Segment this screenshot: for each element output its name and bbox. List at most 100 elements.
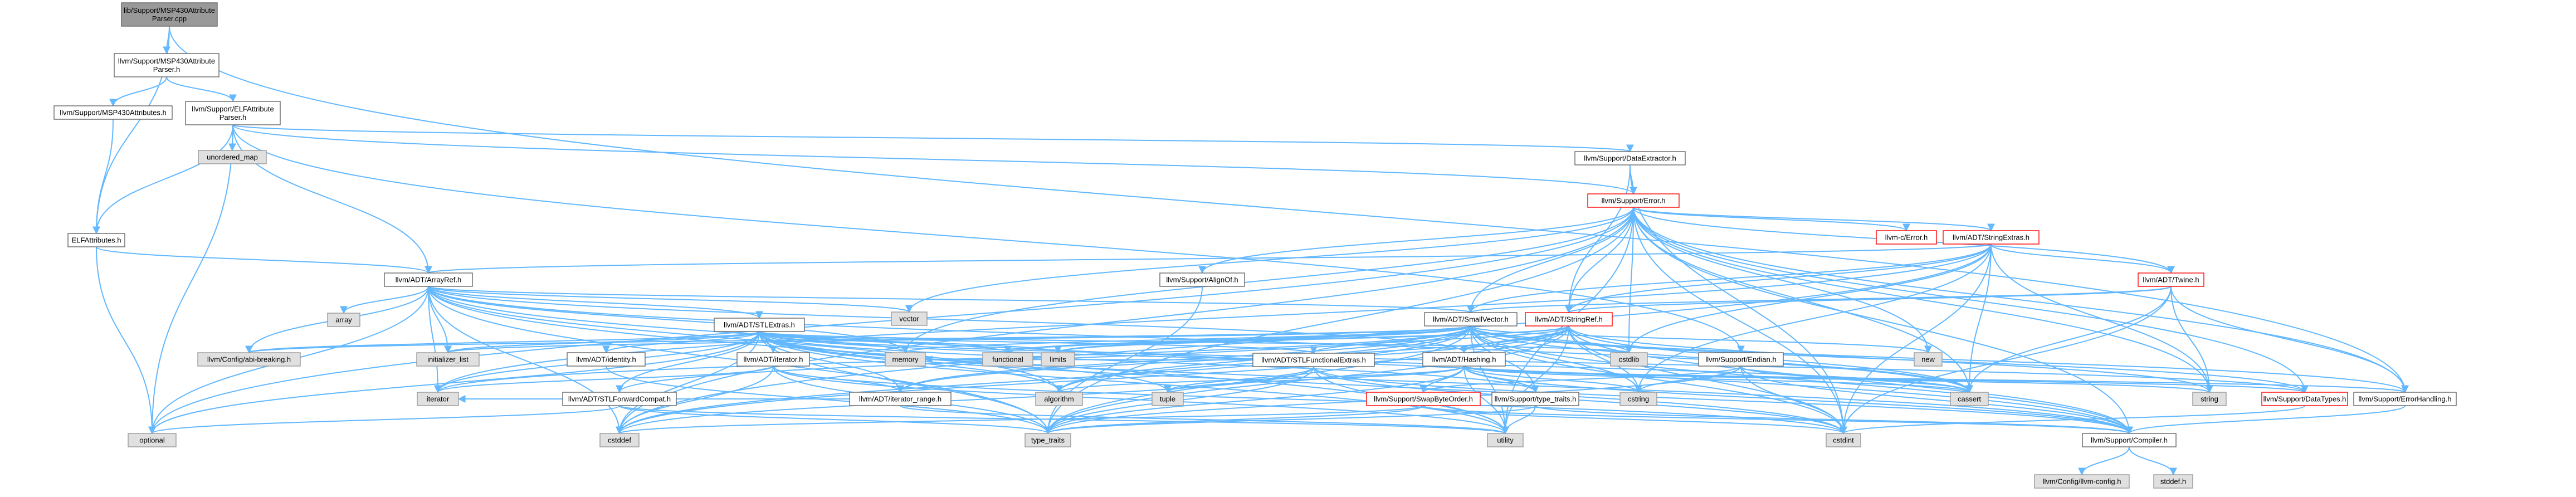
header-node[interactable]: ELFAttributes.h [67,233,125,247]
include-edge [1467,286,2172,314]
header-node[interactable]: llvm/Support/Compiler.h [2082,433,2177,447]
node-label: vector [899,315,919,323]
header-node[interactable]: llvm/Support/ErrorHandling.h [2353,392,2457,406]
header-node[interactable]: llvm/Support/DataExtractor.h [1574,151,1686,165]
system-header-node: cstdint [1826,433,1861,447]
include-edge [1965,243,1992,393]
include-edge [428,286,623,435]
header-node[interactable]: llvm/ADT/iterator_range.h [849,392,952,406]
system-header-node: optional [128,433,177,447]
node-label: cstdint [1833,436,1854,445]
include-edge [1164,366,1465,393]
header-node[interactable]: llvm/ADT/identity.h [567,352,646,367]
system-header-node: functional [982,352,1033,367]
include-edge [1419,366,1741,393]
header-node[interactable]: llvm/ADT/SmallVector.h [1424,312,1518,327]
node-label: llvm/ADT/StringRef.h [1535,315,1602,324]
header-node[interactable]: llvm/ADT/iterator.h [736,352,810,367]
include-edge [616,331,760,393]
header-node[interactable]: llvm/ADT/STLFunctionalExtras.h [1252,353,1375,367]
node-box [121,2,218,27]
node-box [567,352,646,367]
node-box [2138,272,2204,287]
header-node[interactable]: llvm/ADT/STLExtras.h [714,318,805,332]
node-label: functional [992,355,1023,364]
node-box [67,233,125,247]
header-node[interactable]: llvm/ADT/StringExtras.h [1943,230,2040,245]
header-node[interactable]: llvm-c/Error.h [1876,230,1937,245]
node-box [417,392,459,406]
include-edge [924,355,1253,364]
node-box [562,392,677,406]
system-header-node: initializer_list [416,352,480,367]
system-header-node: cstring [1619,392,1657,406]
header-node[interactable]: llvm/Support/Error.h [1587,193,1680,208]
header-node[interactable]: llvm/Support/type_traits.h [1491,392,1579,406]
include-edge [1467,243,1992,314]
header-node[interactable]: llvm/ADT/ArrayRef.h [384,272,473,287]
include-edge [759,331,1318,354]
include-edge [434,366,774,393]
header-node[interactable]: llvm/Support/MSP430Attributes.h [53,105,173,120]
header-node[interactable]: llvm/Support/DataTypes.h [2261,392,2348,406]
include-edge [434,243,1992,393]
node-box [1587,193,1680,208]
node-label: stddef.h [2160,477,2186,486]
include-edge [759,331,2133,435]
system-header-node: array [327,313,360,327]
node-label: llvm/Support/Error.h [1602,197,1666,205]
node-box [1252,353,1375,367]
node-label: llvm/ADT/iterator.h [744,355,803,364]
header-node[interactable]: llvm/ADT/StringRef.h [1525,312,1613,327]
node-label: initializer_list [427,355,469,364]
include-edge [1565,243,1992,314]
include-edge [616,366,1314,435]
header-node[interactable]: llvm/Support/AlignOf.h [1159,272,1245,287]
header-node[interactable]: llvm/ADT/Twine.h [2138,272,2204,287]
node-box [1422,352,1506,367]
node-label: llvm/Support/type_traits.h [1495,395,1577,403]
include-edge [1423,405,1847,435]
include-edge [1463,366,1642,393]
include-edge [1423,405,2133,435]
include-edge [759,331,1632,354]
node-label: llvm/ADT/iterator_range.h [859,395,941,403]
include-edge [1633,207,2213,393]
node-label: llvm/ADT/identity.h [576,355,636,364]
node-label: llvm/Config/llvm-config.h [2043,477,2121,486]
include-edge [773,366,1847,435]
header-node[interactable]: llvm/Support/Endian.h [1698,352,1784,367]
system-header-node: llvm/Config/llvm-config.h [2034,474,2130,489]
edge-layer [92,26,2409,476]
node-label: ELFAttributes.h [72,236,121,245]
include-edge [1044,207,1634,435]
node-label: llvm/Support/ELFAttribute [192,105,274,113]
node-label: llvm/Support/ErrorHandling.h [2359,395,2452,403]
include-edge [1463,366,1509,435]
node-label: unordered_map [207,153,258,162]
include-edge [1044,405,1424,435]
include-edge [759,331,2309,393]
node-box [128,433,177,447]
header-node[interactable]: llvm/Support/SwapByteOrder.h [1366,392,1481,406]
include-edge [232,124,1637,195]
include-edge [1463,366,2409,393]
include-edge [616,331,760,435]
node-label: llvm/Support/SwapByteOrder.h [1374,395,1473,403]
header-node[interactable]: llvm/ADT/Hashing.h [1422,352,1506,367]
include-edge [1990,243,2213,393]
node-box [1491,392,1579,406]
header-node[interactable]: llvm/ADT/STLForwardCompat.h [562,392,677,406]
include-edge [1044,366,1465,435]
node-box [1876,230,1937,245]
include-edge [1501,405,1536,435]
node-label: llvm/ADT/Twine.h [2143,276,2199,284]
node-box [1619,392,1657,406]
include-edge [2170,286,2409,393]
include-edge [166,76,237,103]
node-label: llvm/Config/abi-breaking.h [207,355,291,364]
